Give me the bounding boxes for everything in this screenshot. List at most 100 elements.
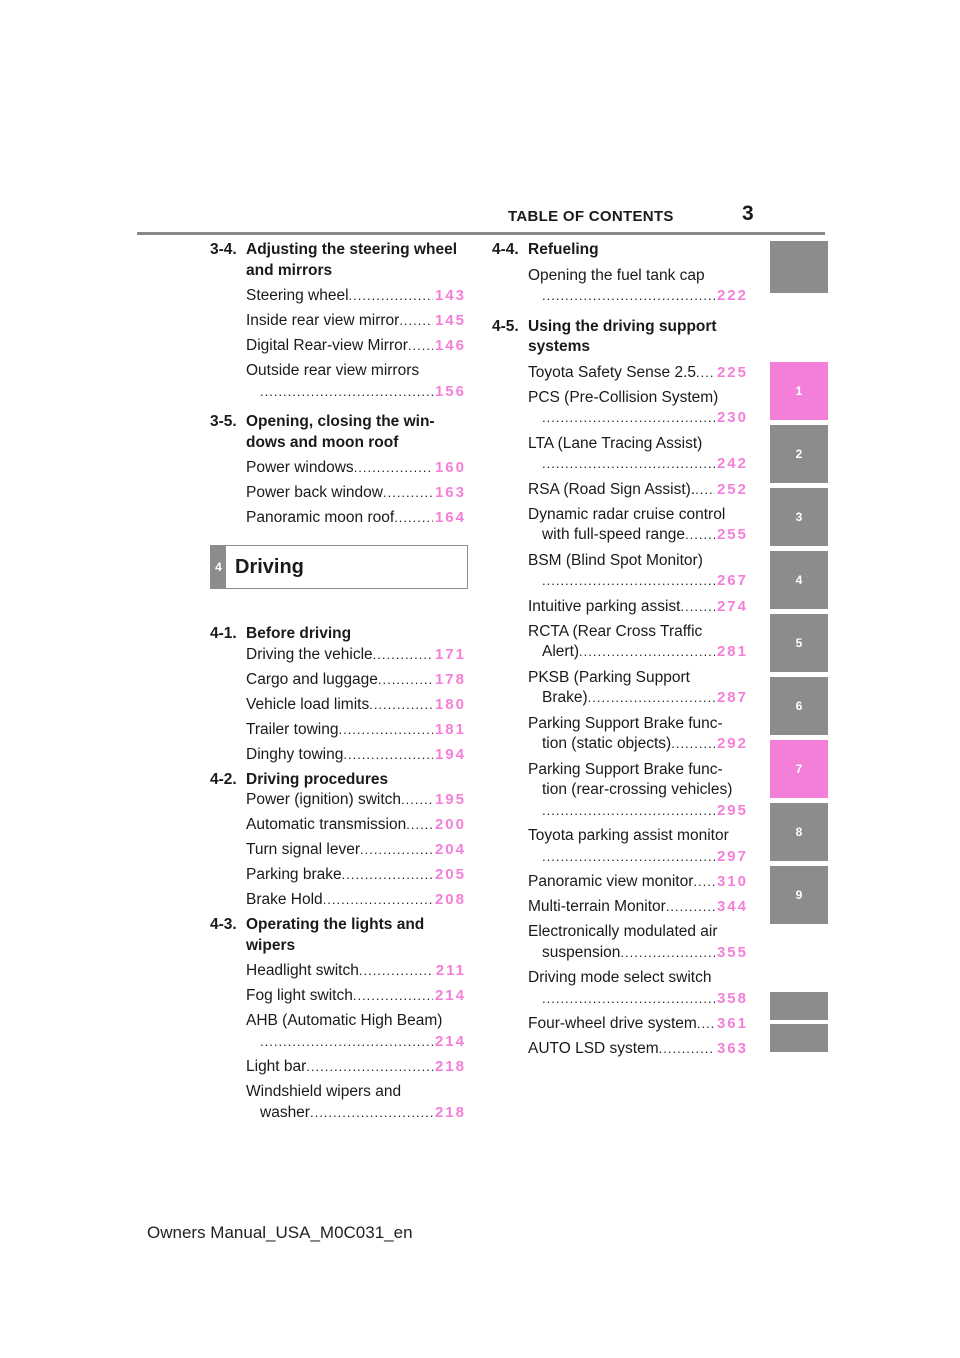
- page-link[interactable]: 211: [435, 962, 466, 979]
- toc-entry[interactable]: Intuitive parking assist274: [528, 597, 748, 617]
- page-link[interactable]: 205: [434, 866, 466, 883]
- toc-entry[interactable]: Parking brake205: [246, 865, 466, 885]
- page-link[interactable]: 146: [434, 337, 466, 354]
- page-link[interactable]: 242: [716, 455, 748, 472]
- sidebar-tab-9[interactable]: 9: [770, 866, 828, 924]
- toc-entry[interactable]: Cargo and luggage178: [246, 670, 466, 690]
- page-link[interactable]: 218: [434, 1058, 466, 1075]
- toc-entry[interactable]: Headlight switch 211: [246, 961, 466, 981]
- page-link[interactable]: 218: [434, 1103, 466, 1121]
- sidebar-tab-contents[interactable]: [770, 241, 828, 293]
- page-link[interactable]: 171: [434, 645, 466, 663]
- page-link[interactable]: 225: [716, 363, 748, 381]
- page-link[interactable]: 267: [716, 572, 748, 589]
- page-link[interactable]: 214: [434, 1032, 466, 1050]
- entry-label: Driving mode select switch: [528, 969, 712, 986]
- page-link[interactable]: 178: [434, 670, 466, 688]
- sidebar-tab-5[interactable]: 5: [770, 614, 828, 672]
- page-link[interactable]: 160: [434, 459, 466, 476]
- toc-entry[interactable]: Inside rear view mirror145: [246, 311, 466, 331]
- sidebar-tab-2[interactable]: 2: [770, 425, 828, 483]
- page-link[interactable]: 156: [434, 382, 466, 400]
- toc-entry[interactable]: Driving the vehicle171: [246, 645, 466, 665]
- toc-entry[interactable]: Dynamic radar cruise control with full-s…: [528, 505, 748, 546]
- toc-entry[interactable]: Toyota Safety Sense 2.5225: [528, 363, 748, 383]
- leader-dots: [408, 336, 433, 356]
- page-link[interactable]: 180: [434, 695, 466, 713]
- toc-entry[interactable]: PCS (Pre-Collision System) 230: [528, 388, 748, 429]
- page-link[interactable]: 292: [716, 735, 748, 752]
- page-link[interactable]: 208: [434, 891, 466, 908]
- page-link[interactable]: 252: [716, 480, 748, 498]
- toc-entry[interactable]: AUTO LSD system363: [528, 1039, 748, 1059]
- toc-entry[interactable]: Windshield wipers and washer218: [246, 1082, 466, 1123]
- toc-entry[interactable]: RSA (Road Sign Assist).252: [528, 480, 748, 500]
- toc-entry[interactable]: Opening the fuel tank cap 222: [528, 266, 748, 307]
- page-link[interactable]: 297: [716, 847, 748, 865]
- toc-entry[interactable]: Four-wheel drive system361: [528, 1014, 748, 1034]
- page-link[interactable]: 143: [434, 287, 466, 304]
- toc-entry[interactable]: Power (ignition) switch195: [246, 790, 466, 810]
- sidebar-tab-3[interactable]: 3: [770, 488, 828, 546]
- toc-entry[interactable]: LTA (Lane Tracing Assist) 242: [528, 434, 748, 475]
- page-link[interactable]: 163: [434, 484, 466, 501]
- entry-label: Automatic transmission: [246, 816, 407, 833]
- toc-entry[interactable]: Panoramic view monitor310: [528, 872, 748, 892]
- sidebar-tab-extra-1[interactable]: [770, 992, 828, 1020]
- page-link[interactable]: 230: [716, 409, 748, 426]
- toc-entry[interactable]: Automatic transmission 200: [246, 815, 466, 835]
- toc-entry[interactable]: AHB (Automatic High Beam) 214: [246, 1011, 466, 1052]
- toc-entry[interactable]: Dinghy towing194: [246, 745, 466, 765]
- sidebar-tab-4[interactable]: 4: [770, 551, 828, 609]
- page-link[interactable]: 281: [716, 643, 748, 660]
- toc-entry[interactable]: Light bar218: [246, 1057, 466, 1077]
- toc-entry[interactable]: Turn signal lever204: [246, 840, 466, 860]
- toc-entry[interactable]: Multi-terrain Monitor344: [528, 897, 748, 917]
- toc-entry[interactable]: Electronically modulated air suspension3…: [528, 922, 748, 963]
- page-link[interactable]: 344: [716, 898, 748, 915]
- page-link[interactable]: 361: [716, 1015, 748, 1032]
- sidebar-tab-8[interactable]: 8: [770, 803, 828, 861]
- page-link[interactable]: 214: [434, 987, 466, 1004]
- toc-entry[interactable]: RCTA (Rear Cross Traffic Alert)281: [528, 622, 748, 663]
- page-link[interactable]: 287: [716, 689, 748, 706]
- toc-entry[interactable]: Fog light switch214: [246, 986, 466, 1006]
- page-link[interactable]: 181: [434, 720, 466, 738]
- page-link[interactable]: 164: [434, 509, 466, 526]
- page-link[interactable]: 274: [716, 597, 748, 615]
- sidebar-tab-7[interactable]: 7: [770, 740, 828, 798]
- page-link[interactable]: 200: [434, 816, 466, 833]
- sidebar-tab-6[interactable]: 6: [770, 677, 828, 735]
- page-link[interactable]: 195: [434, 791, 466, 808]
- toc-entry[interactable]: Digital Rear-view Mirror146: [246, 336, 466, 356]
- toc-entry[interactable]: Parking Support Brake func- tion (rear-c…: [528, 760, 748, 822]
- toc-entry[interactable]: Outside rear view mirrors 156: [246, 361, 466, 402]
- page-link[interactable]: 363: [716, 1040, 748, 1057]
- toc-entry[interactable]: Power windows160: [246, 458, 466, 478]
- toc-entry[interactable]: Driving mode select switch 358: [528, 968, 748, 1009]
- toc-entry[interactable]: Power back window163: [246, 483, 466, 503]
- page-link[interactable]: 295: [716, 801, 748, 819]
- sidebar-tab-extra-2[interactable]: [770, 1024, 828, 1052]
- toc-entry[interactable]: Brake Hold208: [246, 890, 466, 910]
- entry-label: LTA (Lane Tracing Assist): [528, 434, 703, 452]
- page-link[interactable]: 222: [716, 287, 748, 304]
- sidebar-tab-1[interactable]: 1: [770, 362, 828, 420]
- toc-entry[interactable]: Trailer towing181: [246, 720, 466, 740]
- toc-entry[interactable]: Vehicle load limits180: [246, 695, 466, 715]
- entry-label: Headlight switch: [246, 962, 359, 979]
- page-link[interactable]: 310: [716, 873, 748, 890]
- toc-entry[interactable]: PKSB (Parking Support Brake)287: [528, 668, 748, 709]
- toc-entry[interactable]: Steering wheel143: [246, 286, 466, 306]
- toc-entry[interactable]: Toyota parking assist monitor 297: [528, 826, 748, 867]
- toc-entry[interactable]: Panoramic moon roof164: [246, 508, 466, 528]
- page-link[interactable]: 204: [434, 841, 466, 858]
- page-link[interactable]: 255: [716, 526, 748, 543]
- page-link[interactable]: 358: [716, 989, 748, 1007]
- toc-entry[interactable]: Parking Support Brake func- tion (static…: [528, 714, 748, 755]
- entry-label: Parking Support Brake func-: [528, 760, 723, 778]
- toc-entry[interactable]: BSM (Blind Spot Monitor) 267: [528, 551, 748, 592]
- page-link[interactable]: 194: [434, 745, 466, 763]
- page-link[interactable]: 355: [716, 943, 748, 961]
- page-link[interactable]: 145: [434, 312, 466, 329]
